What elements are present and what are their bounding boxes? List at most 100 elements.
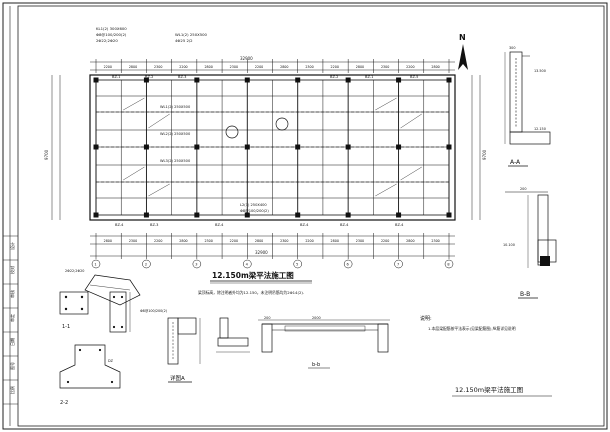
- column: [396, 212, 402, 218]
- axis-bubble: [444, 259, 454, 269]
- beam-label-bz3-a: BZ-3: [178, 75, 186, 79]
- title-cell-1: 设计: [9, 242, 15, 250]
- cell-diagonal: [400, 166, 422, 181]
- section-22: DZ 2-2: [59, 344, 121, 406]
- dim-bay-label: 2800: [280, 65, 288, 69]
- dim-bay-label: 2300: [280, 239, 288, 243]
- notes: 说明: 1.本层梁配筋按平法表示(见梁配筋图),纵筋详见说明: [420, 315, 516, 331]
- dim-bay-label: 2300: [129, 239, 137, 243]
- bb-elev: 10.100: [503, 243, 515, 247]
- cell-diagonal: [375, 97, 397, 111]
- title-cell-6: 图号: [9, 362, 15, 370]
- section-11-label: 1-1: [62, 324, 70, 330]
- axis-bubble: [192, 259, 202, 269]
- callout-rebar-low: Φ8@100/200(2): [240, 209, 269, 213]
- title-block-strip: 设计 校对 审核 审定 日期 图号 比例: [3, 6, 18, 426]
- dim-bay-label: 2300: [204, 239, 212, 243]
- axis-number: 6: [347, 263, 349, 267]
- dim-bay-label: 2200: [381, 239, 389, 243]
- beam-label-bz4-b: BZ-4: [215, 223, 224, 227]
- detail-a: Φ8@100/200(2) 详图A: [140, 309, 201, 383]
- dim-bay-label: 2200: [331, 65, 339, 69]
- beam-label-bz1-a: BZ-1: [112, 75, 120, 79]
- bb-label: B-B: [520, 291, 530, 298]
- opening-circle-2: [275, 117, 289, 131]
- cell-diagonal: [148, 113, 170, 129]
- axis-bubble: [293, 259, 302, 269]
- dim-height-right: 9700: [482, 149, 487, 160]
- column: [295, 77, 301, 83]
- dim-bay-label: 2300: [356, 239, 364, 243]
- beam-label-bz4-a: BZ-4: [115, 223, 124, 227]
- section-11: 1-1: [59, 291, 89, 330]
- cell-diagonal: [123, 97, 145, 111]
- beam-label-bz2-b: BZ-2: [330, 75, 338, 79]
- detail-bz: DZ: [108, 359, 114, 363]
- callout-wl1: WL1(2) 250X500: [160, 105, 191, 109]
- column: [244, 212, 250, 218]
- dim-bay-label: 2300: [431, 239, 439, 243]
- dim-bay-label: 2800: [331, 239, 339, 243]
- beam-label-bz4-e: BZ-4: [395, 223, 404, 227]
- dim-bay-label: 2200: [179, 65, 187, 69]
- title-cell-2: 校对: [9, 266, 15, 274]
- callout-rebar1: Φ8@100/200(2): [96, 32, 127, 37]
- aa-label: A-A: [510, 159, 521, 166]
- column: [345, 77, 351, 83]
- callout-l2: L2(1) 250X400: [240, 203, 267, 207]
- column: [194, 77, 200, 83]
- dim-bay-label: 2300: [381, 65, 389, 69]
- callout-wl3: WL3(2) 250X500: [160, 159, 191, 163]
- section-22-label: 2-2: [60, 400, 68, 406]
- north-arrow: N: [458, 33, 468, 70]
- dim-overall-top: 32900: [240, 56, 253, 61]
- axis-number: 1: [94, 263, 96, 267]
- dim-height-left: 9700: [44, 149, 49, 160]
- section-bb-lower: 2000 200 b-b: [258, 316, 390, 369]
- axis-number: 3: [195, 263, 197, 267]
- aa-elev-1: 13.500: [534, 69, 546, 73]
- dim-bay-label: 2800: [356, 65, 364, 69]
- title-cell-7: 比例: [9, 386, 15, 394]
- column: [194, 212, 200, 218]
- detail-a-label: 详图A: [170, 374, 185, 382]
- column: [244, 77, 250, 83]
- callout-kl1: KL1(2) 300X600: [96, 26, 127, 31]
- column: [446, 77, 452, 83]
- notes-text: 1.本层梁配筋按平法表示(见梁配筋图),纵筋详见说明: [428, 326, 516, 331]
- cell-diagonal: [148, 183, 170, 197]
- column: [295, 212, 301, 218]
- dim-bay-label: 2200: [104, 65, 112, 69]
- dim-bay-label: 2300: [305, 65, 313, 69]
- dim-bay-label: 2300: [154, 65, 162, 69]
- notes-label: 说明:: [420, 315, 432, 322]
- north-label: N: [459, 33, 466, 42]
- dim-bay-label: 2800: [179, 239, 187, 243]
- section-beam-side: [109, 291, 131, 333]
- axis-bubble: [243, 259, 252, 269]
- axis-bubble: [394, 259, 403, 269]
- column: [93, 77, 99, 83]
- opening-circle-1: [225, 125, 239, 139]
- dim-bay-label: 2200: [154, 239, 162, 243]
- cell-diagonal: [375, 183, 397, 197]
- north-arrow-icon: [458, 44, 468, 70]
- dim-bay-label: 2200: [255, 65, 263, 69]
- dim-bay-label: 2800: [406, 239, 414, 243]
- main-plan-note: 梁顶标高，除注明者外均为12.150，未注明吊筋均为2Φ14(2).: [198, 290, 304, 295]
- axis-bubble: [142, 259, 151, 269]
- callout-rebar2: 2Φ22;2Φ20: [96, 38, 118, 43]
- dim-bay-label: 2200: [406, 65, 414, 69]
- main-plan-title: 12.150m梁平法施工图: [212, 270, 294, 280]
- column: [446, 212, 452, 218]
- axis-number: 4: [246, 263, 249, 267]
- beam-label-bz4-d: BZ-4: [340, 223, 349, 227]
- dim-bay-label: 2300: [230, 65, 238, 69]
- dim-overall-bottom: 32900: [255, 250, 268, 255]
- dim-bay-label: 2800: [129, 65, 137, 69]
- section-bb: 200 10.100 B-B: [503, 187, 557, 299]
- column: [143, 212, 149, 218]
- cell-diagonal: [400, 113, 422, 129]
- section-aa: 300 13.500 12.150 A-A: [504, 46, 551, 167]
- callout-wl2: WL2(2) 250X500: [160, 132, 191, 136]
